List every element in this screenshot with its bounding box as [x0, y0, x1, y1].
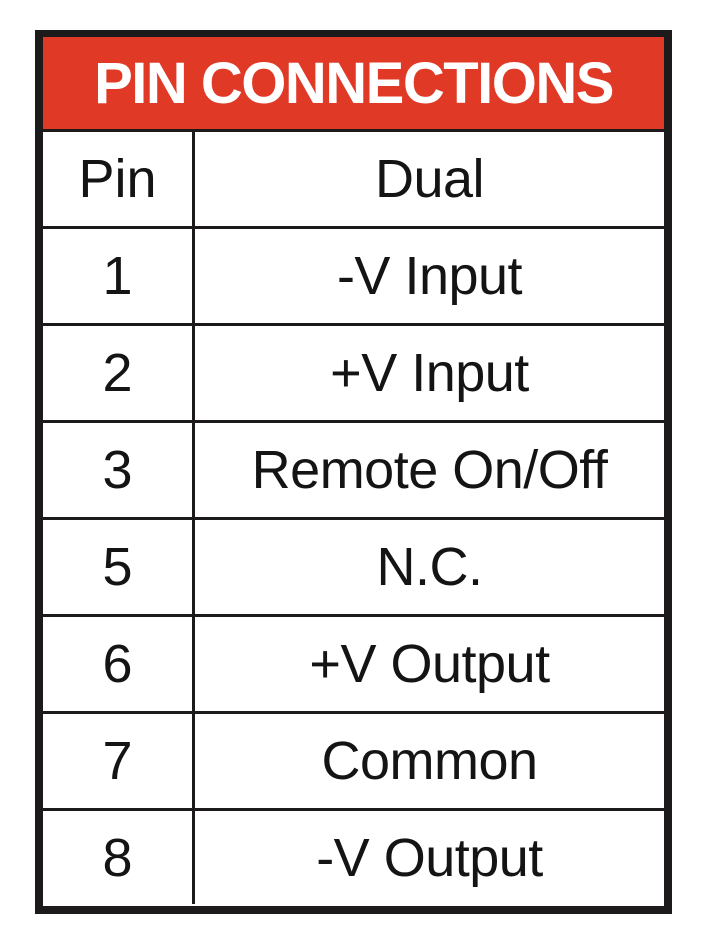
table-row: 5 N.C. — [43, 520, 664, 617]
table-row: 7 Common — [43, 714, 664, 811]
pin-function: -V Output — [316, 827, 543, 888]
pin-number: 3 — [43, 423, 195, 517]
pin-function: -V Input — [336, 246, 523, 306]
pin-function: +V Input — [330, 343, 529, 403]
pin-number: 5 — [43, 520, 195, 614]
pin-number: 8 — [43, 811, 195, 904]
pin-connections-table: PIN CONNECTIONS Pin Dual 1 -V Input 2 +V… — [35, 30, 672, 914]
pin-number: 1 — [43, 229, 195, 323]
pin-number: 7 — [43, 714, 195, 808]
column-header-pin: Pin — [43, 132, 195, 226]
column-header-dual: Dual — [374, 149, 485, 209]
table-row: 6 +V Output — [43, 617, 664, 714]
pin-number: 6 — [43, 617, 195, 711]
column-header-row: Pin Dual — [43, 132, 664, 229]
pin-number: 2 — [43, 326, 195, 420]
table-title: PIN CONNECTIONS — [43, 37, 664, 132]
table-row: 3 Remote On/Off — [43, 423, 664, 520]
table-row: 1 -V Input — [43, 229, 664, 326]
pin-function: +V Output — [309, 634, 550, 694]
table-row: 2 +V Input — [43, 326, 664, 423]
pin-function: N.C. — [376, 537, 484, 597]
pin-function: Remote On/Off — [251, 440, 608, 500]
table-row: 8 -V Output — [43, 811, 664, 904]
pin-function: Common — [321, 731, 538, 791]
